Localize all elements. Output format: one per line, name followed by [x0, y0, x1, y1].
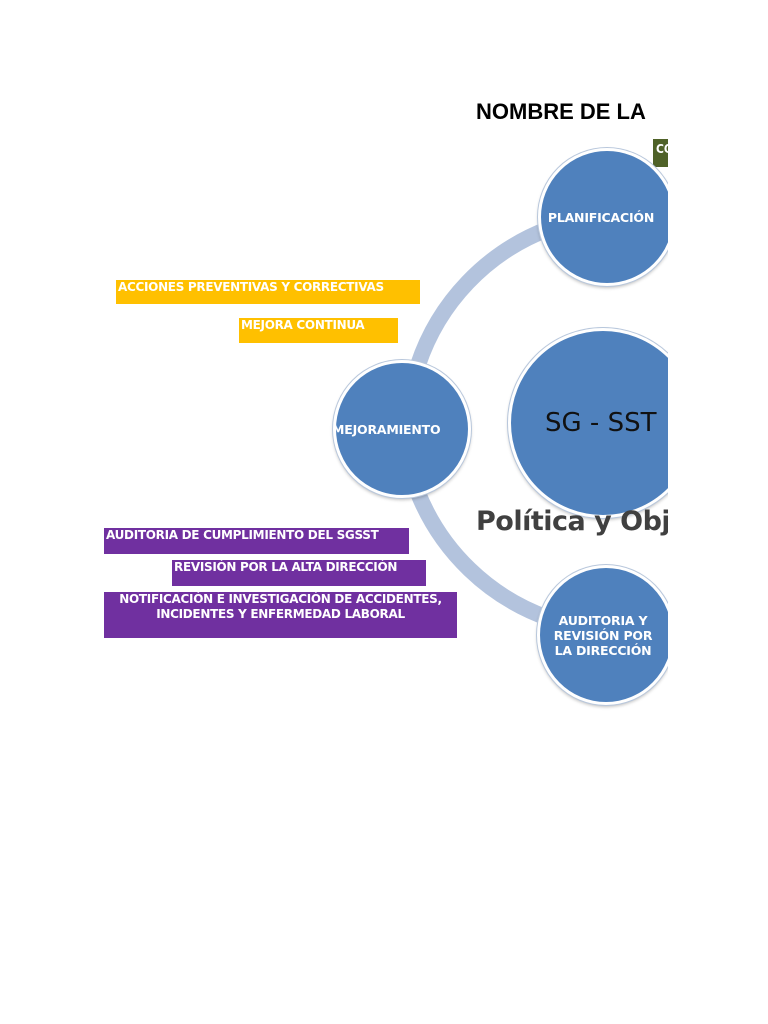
sgsst-label: SG - SST [545, 408, 657, 438]
mejoramiento-label: MEJORAMIENTO [333, 421, 441, 437]
sgsst-center-circle: SG - SST [508, 328, 668, 518]
mejora-continua-label: MEJORA CONTINUA [239, 318, 398, 343]
cycle-arc [410, 221, 551, 626]
planificacion-circle: PLANIFICACIÓN [538, 148, 668, 286]
mejoramiento-circle: MEJORAMIENTO [333, 360, 471, 498]
arc-bottom [410, 489, 551, 626]
auditoria-label: AUDITORIA Y REVISIÓN POR LA DIRECCIÓN [553, 612, 653, 658]
planificacion-label: PLANIFICACIÓN [547, 209, 655, 225]
auditoria-circle: AUDITORIA Y REVISIÓN POR LA DIRECCIÓN [537, 565, 668, 705]
auditoria-cumplimiento-label: AUDITORIA DE CUMPLIMIENTO DEL SGSST [104, 528, 409, 554]
revision-alta-direccion-label: REVISIÓN POR LA ALTA DIRECCIÓN [172, 560, 426, 586]
politica-heading: Política y Obj [476, 506, 668, 537]
green-tag: CO [653, 139, 668, 167]
acciones-preventivas-label: ACCIONES PREVENTIVAS Y CORRECTIVAS [116, 280, 420, 304]
arc-top [410, 221, 551, 368]
diagram-clip-area: NOMBRE DE LA CO PLANIFICACIÓN SG - SST M… [333, 99, 668, 705]
document-title: NOMBRE DE LA [476, 99, 646, 124]
notificacion-investigacion-label: NOTIFICACIÓN E INVESTIGACIÓN DE ACCIDENT… [104, 592, 457, 638]
